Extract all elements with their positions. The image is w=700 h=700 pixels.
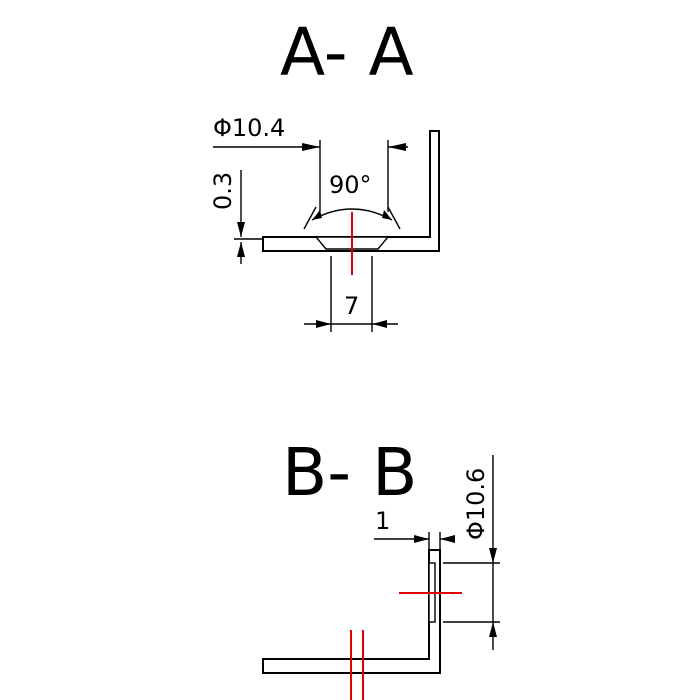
section-b-title: B- B bbox=[282, 434, 417, 511]
dimension-thickness-a: 0.3 bbox=[209, 170, 263, 264]
diameter-a-label: Φ10.4 bbox=[213, 114, 285, 142]
dimension-width-a: 7 bbox=[304, 256, 398, 332]
section-a-a: A- A Φ10.4 90° 0.3 bbox=[209, 14, 440, 332]
dimension-diameter-b: Φ10.6 bbox=[443, 455, 500, 650]
section-b-b: B- B 1 Φ10.6 bbox=[262, 434, 500, 700]
dimension-thickness-b: 1 bbox=[374, 507, 455, 550]
thickness-b-label: 1 bbox=[375, 507, 390, 535]
thickness-a-label: 0.3 bbox=[209, 172, 237, 210]
dimension-diameter-a: Φ10.4 bbox=[213, 114, 408, 212]
section-a-profile bbox=[262, 130, 440, 252]
angle-a-label: 90° bbox=[329, 171, 372, 199]
dimension-angle-a: 90° bbox=[303, 171, 401, 230]
diameter-b-label: Φ10.6 bbox=[462, 468, 490, 540]
width-a-label: 7 bbox=[344, 292, 359, 320]
section-a-title: A- A bbox=[280, 14, 414, 91]
